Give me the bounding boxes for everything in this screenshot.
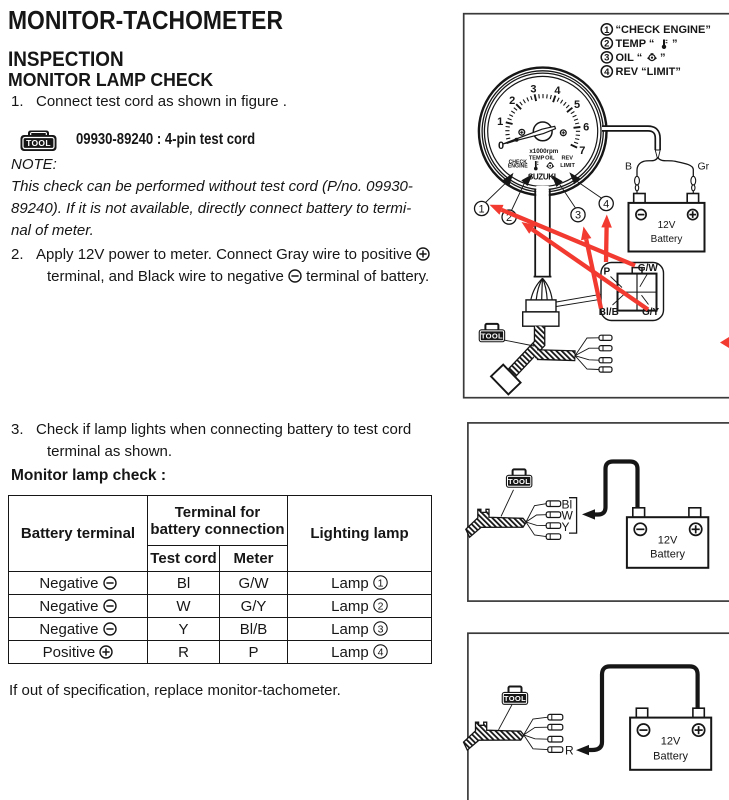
svg-text:4: 4 [603,198,609,210]
svg-text:G/Y: G/Y [642,307,660,318]
svg-text:TOOL: TOOL [481,332,503,341]
svg-text:Bl: Bl [562,498,573,512]
svg-text:1: 1 [377,577,383,589]
svg-text:R: R [565,744,574,758]
svg-text:0: 0 [498,140,504,152]
svg-text:7: 7 [579,145,585,157]
svg-text:W: W [562,509,574,523]
svg-text:Battery: Battery [650,549,685,561]
svg-text:6: 6 [583,122,589,134]
svg-text:2: 2 [604,39,609,50]
svg-text:SUZUKI: SUZUKI [528,173,556,182]
svg-text:12V: 12V [661,736,681,748]
svg-text:TEMP “: TEMP “ [616,38,655,50]
svg-text:G/W: G/W [638,263,659,274]
svg-text:REV: REV [561,155,573,161]
svg-text:1: 1 [497,116,503,128]
svg-text:P: P [604,267,611,278]
svg-text:B: B [625,161,632,173]
svg-text:CHECK: CHECK [509,159,528,165]
svg-text:Battery: Battery [651,234,683,245]
svg-text:”: ” [672,38,678,50]
svg-text:3: 3 [530,84,536,96]
svg-text:Bl/B: Bl/B [599,307,619,318]
svg-text:x1000rpm: x1000rpm [529,148,558,155]
svg-text:2: 2 [506,212,512,224]
svg-text:TOOL: TOOL [504,694,526,703]
svg-text:1: 1 [479,203,485,215]
svg-text:REV “LIMIT”: REV “LIMIT” [616,66,681,78]
svg-text:3: 3 [575,210,581,222]
svg-text:Gr: Gr [698,161,710,173]
svg-text:TEMP: TEMP [529,155,545,161]
svg-text:TOOL: TOOL [26,138,51,148]
svg-text:OIL “: OIL “ [616,52,643,64]
svg-text:4: 4 [604,67,610,78]
svg-text:Y: Y [562,520,570,534]
svg-text:LIMIT: LIMIT [560,163,575,169]
svg-text:5: 5 [574,99,580,111]
svg-text:4: 4 [554,85,561,97]
svg-text:4: 4 [377,646,383,658]
svg-text:12V: 12V [658,220,676,231]
svg-text:OIL: OIL [545,155,555,161]
svg-text:12V: 12V [658,535,678,547]
svg-text:“CHECK ENGINE”: “CHECK ENGINE” [616,24,711,36]
svg-text:ENGINE: ENGINE [508,163,528,169]
svg-text:TOOL: TOOL [508,477,530,486]
svg-text:3: 3 [377,623,383,635]
svg-text:2: 2 [377,600,383,612]
svg-text:1: 1 [604,25,610,36]
svg-text:Battery: Battery [653,750,688,762]
svg-text:”: ” [660,52,666,64]
svg-text:3: 3 [604,53,609,64]
svg-text:2: 2 [509,95,515,107]
